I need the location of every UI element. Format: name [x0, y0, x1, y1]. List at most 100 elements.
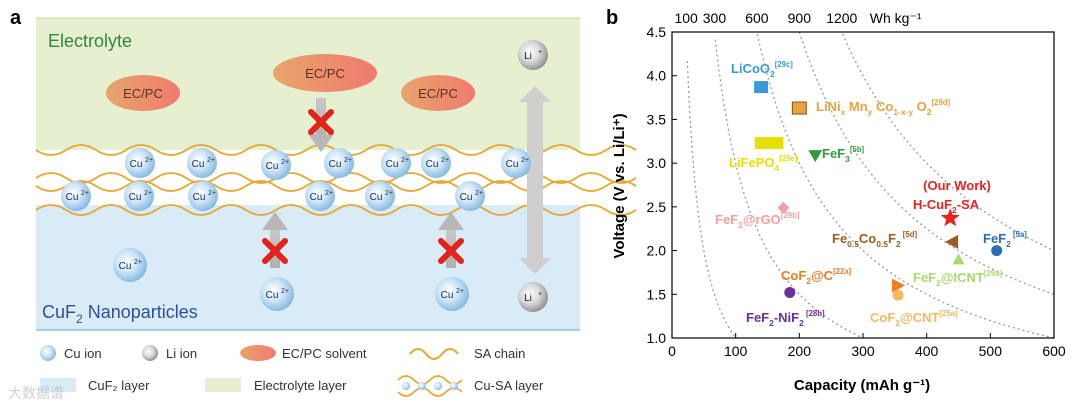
label-h-cuf2-sa: H-CuF2-SA — [913, 197, 980, 215]
iso-line-600 — [756, 33, 1055, 339]
svg-text:Cu: Cu — [119, 261, 132, 272]
svg-text:2+: 2+ — [521, 157, 529, 164]
label-licoo2: LiCoO2[29c] — [731, 60, 793, 79]
y-tick-label: 2.5 — [647, 199, 667, 215]
cu-ion-np-3: Cu 2+ — [435, 277, 469, 311]
legend: Cu ion Li ion EC/PC solvent SA chain CuF… — [40, 345, 544, 397]
label-lifepo4: LiFePO4[29e] — [729, 154, 798, 173]
blocked-cu-arrow-2 — [438, 212, 464, 268]
svg-text:Cu: Cu — [66, 192, 79, 203]
solvent-molecule-3: EC/PC — [401, 75, 475, 111]
svg-text:Cu: Cu — [426, 159, 439, 170]
solvent-molecule-2: EC/PC — [273, 54, 377, 92]
nanoparticle-label: CuF2 Nanoparticles — [42, 302, 198, 326]
svg-text:Li: Li — [524, 293, 532, 304]
plot-frame — [671, 31, 1055, 339]
svg-text:2+: 2+ — [344, 157, 352, 164]
svg-text:2+: 2+ — [385, 190, 393, 197]
svg-text:Cu: Cu — [193, 192, 206, 203]
data-markers — [754, 81, 1003, 301]
svg-text:2+: 2+ — [281, 288, 289, 295]
x-tick-label: 0 — [668, 343, 676, 359]
blocked-cu-arrow-1 — [262, 212, 288, 268]
svg-text:Cu: Cu — [130, 159, 143, 170]
x-tick-label: 600 — [1042, 343, 1066, 359]
x-tick-label: 400 — [915, 343, 939, 359]
legend-cu-sa-layer: Cu-SA layer — [474, 378, 544, 393]
top-axis-tick: 100 — [674, 10, 698, 26]
li-diffusion-arrow — [519, 86, 551, 274]
panel-b-letter: b — [606, 7, 618, 29]
iso-line-100 — [686, 61, 737, 339]
marker-licoo2 — [754, 81, 769, 94]
label-cof2-c: CoF2@C[22a] — [781, 267, 852, 286]
legend-cu-ion-icon — [40, 345, 56, 361]
marker-linixmnyco1xyo2 — [791, 101, 807, 115]
block-cross-icon — [262, 238, 288, 264]
marker-fef2rgo — [777, 201, 790, 214]
svg-text:Cu: Cu — [460, 192, 473, 203]
legend-sa-chain-icon — [409, 348, 459, 360]
legend-li-ion: Li ion — [166, 346, 197, 361]
y-tick-label: 1.0 — [647, 330, 667, 346]
legend-solvent-icon — [240, 345, 276, 361]
marker-cof2cnt — [892, 289, 904, 301]
legend-cu-ion: Cu ion — [64, 346, 102, 361]
legend-cuf2-layer: CuF₂ layer — [88, 378, 150, 393]
svg-text:2+: 2+ — [81, 190, 89, 197]
svg-text:Cu: Cu — [386, 159, 399, 170]
svg-text:Li: Li — [524, 51, 532, 62]
label-fef2-rgo: FeF2@rGO[29b] — [715, 211, 800, 230]
y-tick-label: 4.0 — [647, 68, 667, 84]
label-fef2: FeF2 [5a] — [983, 230, 1027, 249]
svg-text:2+: 2+ — [281, 159, 289, 166]
legend-solvent: EC/PC solvent — [282, 346, 367, 361]
svg-text:Cu: Cu — [506, 159, 519, 170]
legend-li-ion-icon — [142, 345, 158, 361]
solvent-molecule-1: EC/PC — [106, 75, 180, 111]
marker-fe05co05f2 — [945, 234, 959, 249]
label-fe-co-f2: Fe0.5Co0.5F2 [5d] — [832, 230, 918, 249]
svg-text:Cu: Cu — [192, 159, 205, 170]
svg-text:2+: 2+ — [134, 259, 142, 266]
label-our-work: (Our Work) — [923, 178, 991, 193]
electrolyte-label: Electrolyte — [48, 31, 132, 51]
top-axis-tick: 1200 — [826, 10, 857, 26]
y-tick-label: 1.5 — [647, 286, 667, 302]
svg-text:Cu: Cu — [129, 192, 142, 203]
y-axis-label: Voltage (V vs. Li/Li⁺) — [611, 113, 628, 258]
legend-sa-chain: SA chain — [474, 346, 525, 361]
label-nmc: LiNix Mny Co1-x-y O2[29d] — [816, 98, 950, 117]
li-ion-bottom: Li + — [518, 282, 548, 312]
svg-text:2+: 2+ — [475, 190, 483, 197]
panel-a: a Electrolyte EC/PC EC/PC EC/PC — [8, 7, 637, 401]
x-tick-label: 300 — [851, 343, 875, 359]
svg-text:2+: 2+ — [325, 190, 333, 197]
marker-cof2c — [892, 278, 906, 293]
marker-hcuf2sa — [940, 208, 960, 227]
svg-text:2+: 2+ — [207, 157, 215, 164]
legend-cuf2-icon — [40, 378, 76, 392]
solvent-label: EC/PC — [305, 66, 345, 81]
cu-ion-np-1: Cu 2+ — [113, 248, 147, 282]
marker-fef2 — [991, 245, 1003, 257]
x-tick-label: 100 — [724, 343, 748, 359]
legend-electrolyte-layer: Electrolyte layer — [254, 378, 347, 393]
svg-text:Cu: Cu — [266, 290, 279, 301]
solvent-label: EC/PC — [418, 86, 458, 101]
x-tick-label: 500 — [979, 343, 1003, 359]
